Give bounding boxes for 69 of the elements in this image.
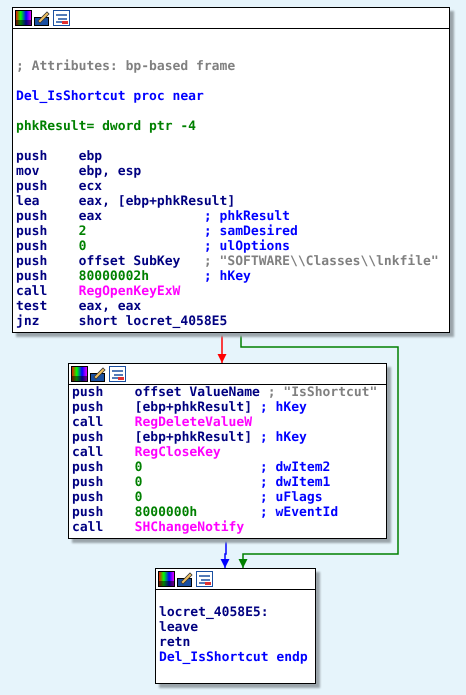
operand: ebp (78, 149, 102, 164)
mnemonic: jnz (16, 314, 40, 329)
mnemonic: push (16, 224, 48, 239)
comment: ; "SOFTWARE\\Classes\\lnkfile" (204, 254, 439, 269)
code-line: leave (159, 620, 198, 635)
operand: [ebp+phkResult] (134, 400, 252, 415)
operand: 80000002h (78, 269, 150, 284)
code-line: Del_IsShortcut endp (159, 650, 308, 665)
operand: [ebp+phkResult] (134, 430, 252, 445)
comment: ; uFlags (260, 490, 323, 505)
mnemonic: push (16, 209, 48, 224)
code-block (155, 568, 316, 684)
code-block (12, 7, 450, 333)
operand: SHChangeNotify (134, 520, 244, 535)
comment: ; samDesired (204, 224, 298, 239)
operand: offset SubKey (78, 254, 180, 269)
code-line: ; Attributes: bp-based frame (16, 59, 236, 74)
operand: RegCloseKey (134, 445, 221, 460)
arrow (218, 333, 226, 363)
mnemonic: push (16, 239, 48, 254)
mnemonic: call (72, 415, 104, 430)
mnemonic: mov (16, 164, 40, 179)
mnemonic: push (72, 505, 104, 520)
comment: ; phkResult (204, 209, 290, 224)
operand: eax, [ebp+phkResult] (78, 194, 236, 209)
code-line: retn (159, 635, 190, 650)
code-line: Del_IsShortcut proc near (16, 89, 204, 104)
operand: ebp, esp (78, 164, 142, 179)
mnemonic: test (16, 299, 48, 314)
code-block (68, 363, 387, 539)
operand: 0 (134, 460, 142, 475)
mnemonic: call (16, 284, 48, 299)
mnemonic: push (72, 430, 104, 445)
mnemonic: call (72, 445, 104, 460)
comment: ; hKey (204, 269, 251, 284)
code-line: phkResult= dword ptr -4 (16, 119, 196, 134)
operand: eax, eax (78, 299, 142, 314)
operand: short locret_4058E5 (78, 314, 228, 329)
comment: ; dwItem1 (260, 475, 330, 490)
comment: ; dwItem2 (260, 460, 330, 475)
mnemonic: push (72, 475, 104, 490)
mnemonic: push (72, 400, 104, 415)
operand: 0 (134, 475, 142, 490)
operand: 0 (78, 239, 86, 254)
operand: RegOpenKeyExW (78, 284, 180, 299)
operand: 2 (78, 224, 86, 239)
comment: ; ulOptions (204, 239, 290, 254)
mnemonic: push (16, 254, 48, 269)
operand: eax (78, 209, 102, 224)
mnemonic: push (72, 385, 104, 400)
mnemonic: push (16, 269, 48, 284)
comment: ; hKey (260, 430, 307, 445)
operand: RegDeleteValueW (134, 415, 252, 430)
mnemonic: push (72, 490, 104, 505)
operand: offset ValueName (134, 385, 260, 400)
mnemonic: push (16, 179, 48, 194)
arrow (220, 539, 230, 568)
code-line: locret_4058E5: (159, 605, 269, 620)
arrow (238, 333, 399, 568)
mnemonic: lea (16, 194, 40, 209)
comment: ; wEventId (260, 505, 338, 520)
mnemonic: push (16, 149, 48, 164)
mnemonic: push (72, 460, 104, 475)
operand: 8000000h (134, 505, 198, 520)
mnemonic: call (72, 520, 104, 535)
comment: ; "IsShortcut" (268, 385, 378, 400)
operand: 0 (134, 490, 142, 505)
operand: ecx (78, 179, 102, 194)
comment: ; hKey (260, 400, 307, 415)
